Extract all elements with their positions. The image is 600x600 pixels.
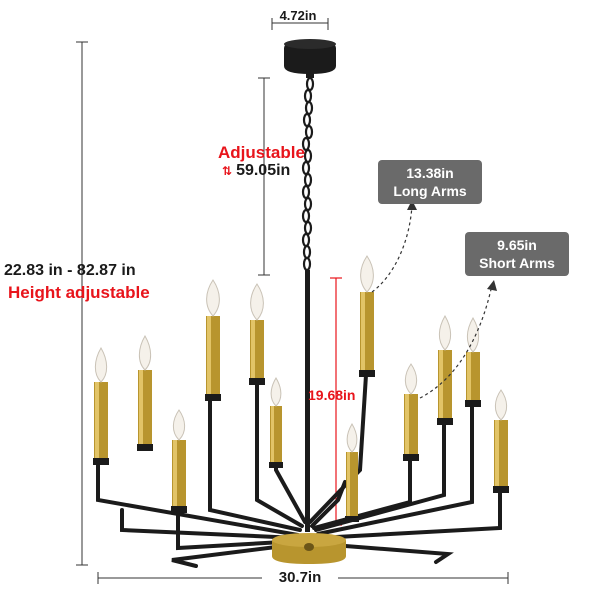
adjustable-value-text: 59.05in	[236, 162, 291, 179]
up-down-arrows-icon: ⇅	[222, 164, 233, 178]
adjustable-value: ⇅59.05in	[222, 162, 290, 180]
inner-height-label: 19.68in	[308, 387, 356, 403]
bottom-hub	[272, 533, 346, 564]
total-width-label: 30.7in	[278, 569, 322, 586]
canopy-width-label: 4.72in	[279, 8, 317, 23]
long-arms-label: Long Arms	[393, 183, 467, 199]
pointer-arrows	[371, 204, 493, 399]
height-range-label: 22.83 in - 82.87 in	[4, 262, 136, 279]
height-adjustable-label: Height adjustable	[8, 283, 150, 302]
short-arms-value: 9.65in	[497, 237, 537, 253]
pointer-arrowheads	[407, 200, 497, 291]
short-arms-badge: 9.65in Short Arms	[465, 232, 569, 276]
ceiling-canopy	[284, 39, 336, 78]
long-arms-value: 13.38in	[406, 165, 454, 181]
long-arms-badge: 13.38in Long Arms	[378, 160, 482, 204]
dimension-lines	[76, 18, 509, 584]
center-rod	[305, 270, 310, 532]
short-arms-label: Short Arms	[479, 255, 555, 271]
adjustable-label: Adjustable	[218, 143, 305, 162]
hanging-chain	[301, 76, 315, 272]
candle-bulbs	[94, 255, 508, 453]
candle-sleeves	[93, 292, 509, 522]
